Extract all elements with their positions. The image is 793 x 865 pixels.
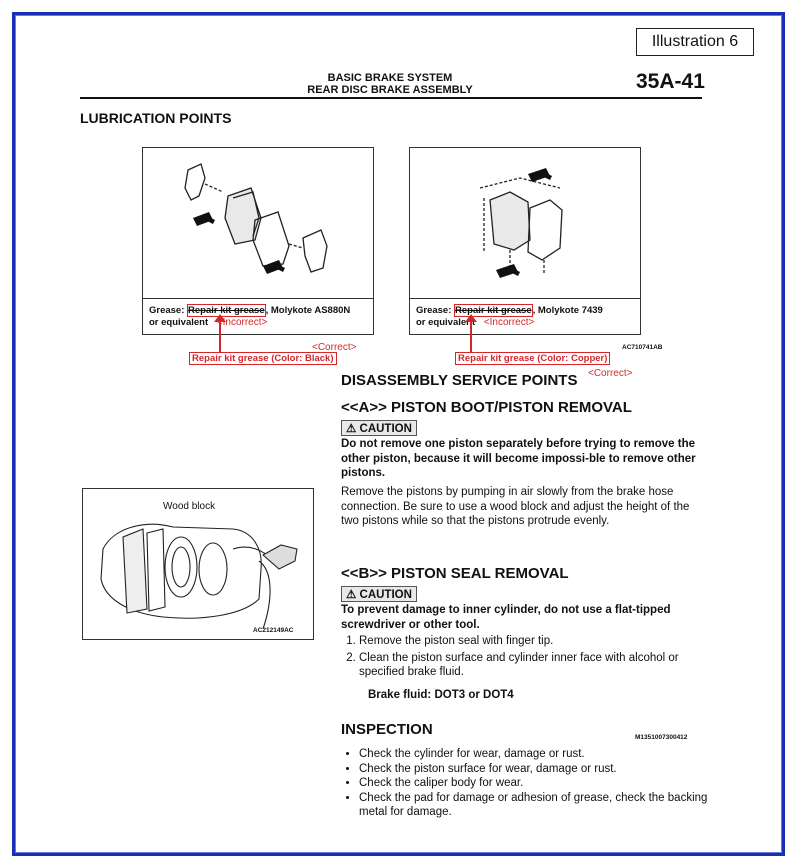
grease-prefix: Grease: xyxy=(149,305,188,316)
brake-fluid-spec: Brake fluid: DOT3 or DOT4 xyxy=(368,689,514,701)
grease-caption-right: Grease: Repair kit grease, Molykote 7439… xyxy=(416,304,638,329)
correct-grease-label-left: Repair kit grease (Color: Black) xyxy=(189,352,337,365)
piston-seal-title: <<B>> PISTON SEAL REMOVAL xyxy=(341,565,569,582)
correct-note-left: <Correct> xyxy=(312,342,357,353)
grease-line2: or equivalent xyxy=(416,317,476,328)
inspection-title: INSPECTION xyxy=(341,721,433,738)
list-item: Check the pad for damage or adhesion of … xyxy=(359,791,719,820)
wood-block-label: Wood block xyxy=(163,501,216,512)
page-number: 35A-41 xyxy=(636,70,705,93)
header-title: BASIC BRAKE SYSTEM REAR DISC BRAKE ASSEM… xyxy=(290,72,490,96)
grease-line2: or equivalent xyxy=(149,317,209,328)
figure-divider xyxy=(410,298,640,299)
list-item: Remove the piston seal with finger tip. xyxy=(359,634,719,649)
caution-badge-b: ⚠ CAUTION xyxy=(341,586,417,602)
piston-seal-steps: Remove the piston seal with finger tip. … xyxy=(341,634,719,682)
correct-grease-label-right: Repair kit grease (Color: Copper) xyxy=(455,352,611,365)
piston-removal-body: Remove the pistons by pumping in air slo… xyxy=(341,486,690,527)
struck-grease-right: Repair kit grease xyxy=(454,304,533,317)
pad-exploded-diagram-left xyxy=(184,163,328,274)
list-item: Check the caliper body for wear. xyxy=(359,776,719,791)
incorrect-note-right: <Incorrect> xyxy=(483,317,535,328)
grease-suffix: , Molykote 7439 xyxy=(532,305,603,316)
annotation-arrow-right xyxy=(470,319,472,353)
struck-grease-left: Repair kit grease xyxy=(187,304,266,317)
illustration-label: Illustration 6 xyxy=(636,28,754,56)
grease-prefix: Grease: xyxy=(416,305,455,316)
incorrect-note-left: <Incorrect> xyxy=(216,317,268,328)
inspection-list: Check the cylinder for wear, damage or r… xyxy=(341,747,719,820)
pad-exploded-diagram-right xyxy=(479,168,563,278)
header-rule xyxy=(80,97,702,99)
header-line-2: REAR DISC BRAKE ASSEMBLY xyxy=(307,84,473,96)
caliper-air-diagram xyxy=(100,523,298,630)
arrowhead-left xyxy=(214,314,226,322)
inspection-code: M1351007300412 xyxy=(635,734,688,741)
list-item: Clean the piston surface and cylinder in… xyxy=(359,651,719,680)
arrowhead-right xyxy=(465,314,477,322)
lubrication-figure-right: Grease: Repair kit grease, Molykote 7439… xyxy=(409,147,641,335)
warning-icon: ⚠ xyxy=(346,589,357,601)
piston-boot-title: <<A>> PISTON BOOT/PISTON REMOVAL xyxy=(341,399,632,416)
wood-block-figure: Wood block AC212149AC xyxy=(82,488,314,640)
lubrication-figure-left: Grease: Repair kit grease, Molykote AS88… xyxy=(142,147,374,335)
figure-code-right: AC710741AB xyxy=(622,344,663,351)
caution-text-a: Do not remove one piston separately befo… xyxy=(341,438,696,479)
figure-code-caliper: AC212149AC xyxy=(253,627,294,634)
caution-text-b: To prevent damage to inner cylinder, do … xyxy=(341,604,671,631)
caution-label: CAUTION xyxy=(359,423,412,435)
grease-suffix: , Molykote AS880N xyxy=(265,305,351,316)
correct-note-right: <Correct> xyxy=(588,368,633,379)
figure-divider xyxy=(143,298,373,299)
header-line-1: BASIC BRAKE SYSTEM xyxy=(327,72,453,84)
list-item: Check the cylinder for wear, damage or r… xyxy=(359,747,719,762)
lubrication-title: LUBRICATION POINTS xyxy=(80,110,232,126)
warning-icon: ⚠ xyxy=(346,423,357,435)
grease-caption-left: Grease: Repair kit grease, Molykote AS88… xyxy=(149,304,371,329)
list-item: Check the piston surface for wear, damag… xyxy=(359,762,719,777)
caution-label: CAUTION xyxy=(359,589,412,601)
caution-badge-a: ⚠ CAUTION xyxy=(341,420,417,436)
annotation-arrow-left xyxy=(219,319,221,353)
disassembly-title: DISASSEMBLY SERVICE POINTS xyxy=(341,372,578,389)
